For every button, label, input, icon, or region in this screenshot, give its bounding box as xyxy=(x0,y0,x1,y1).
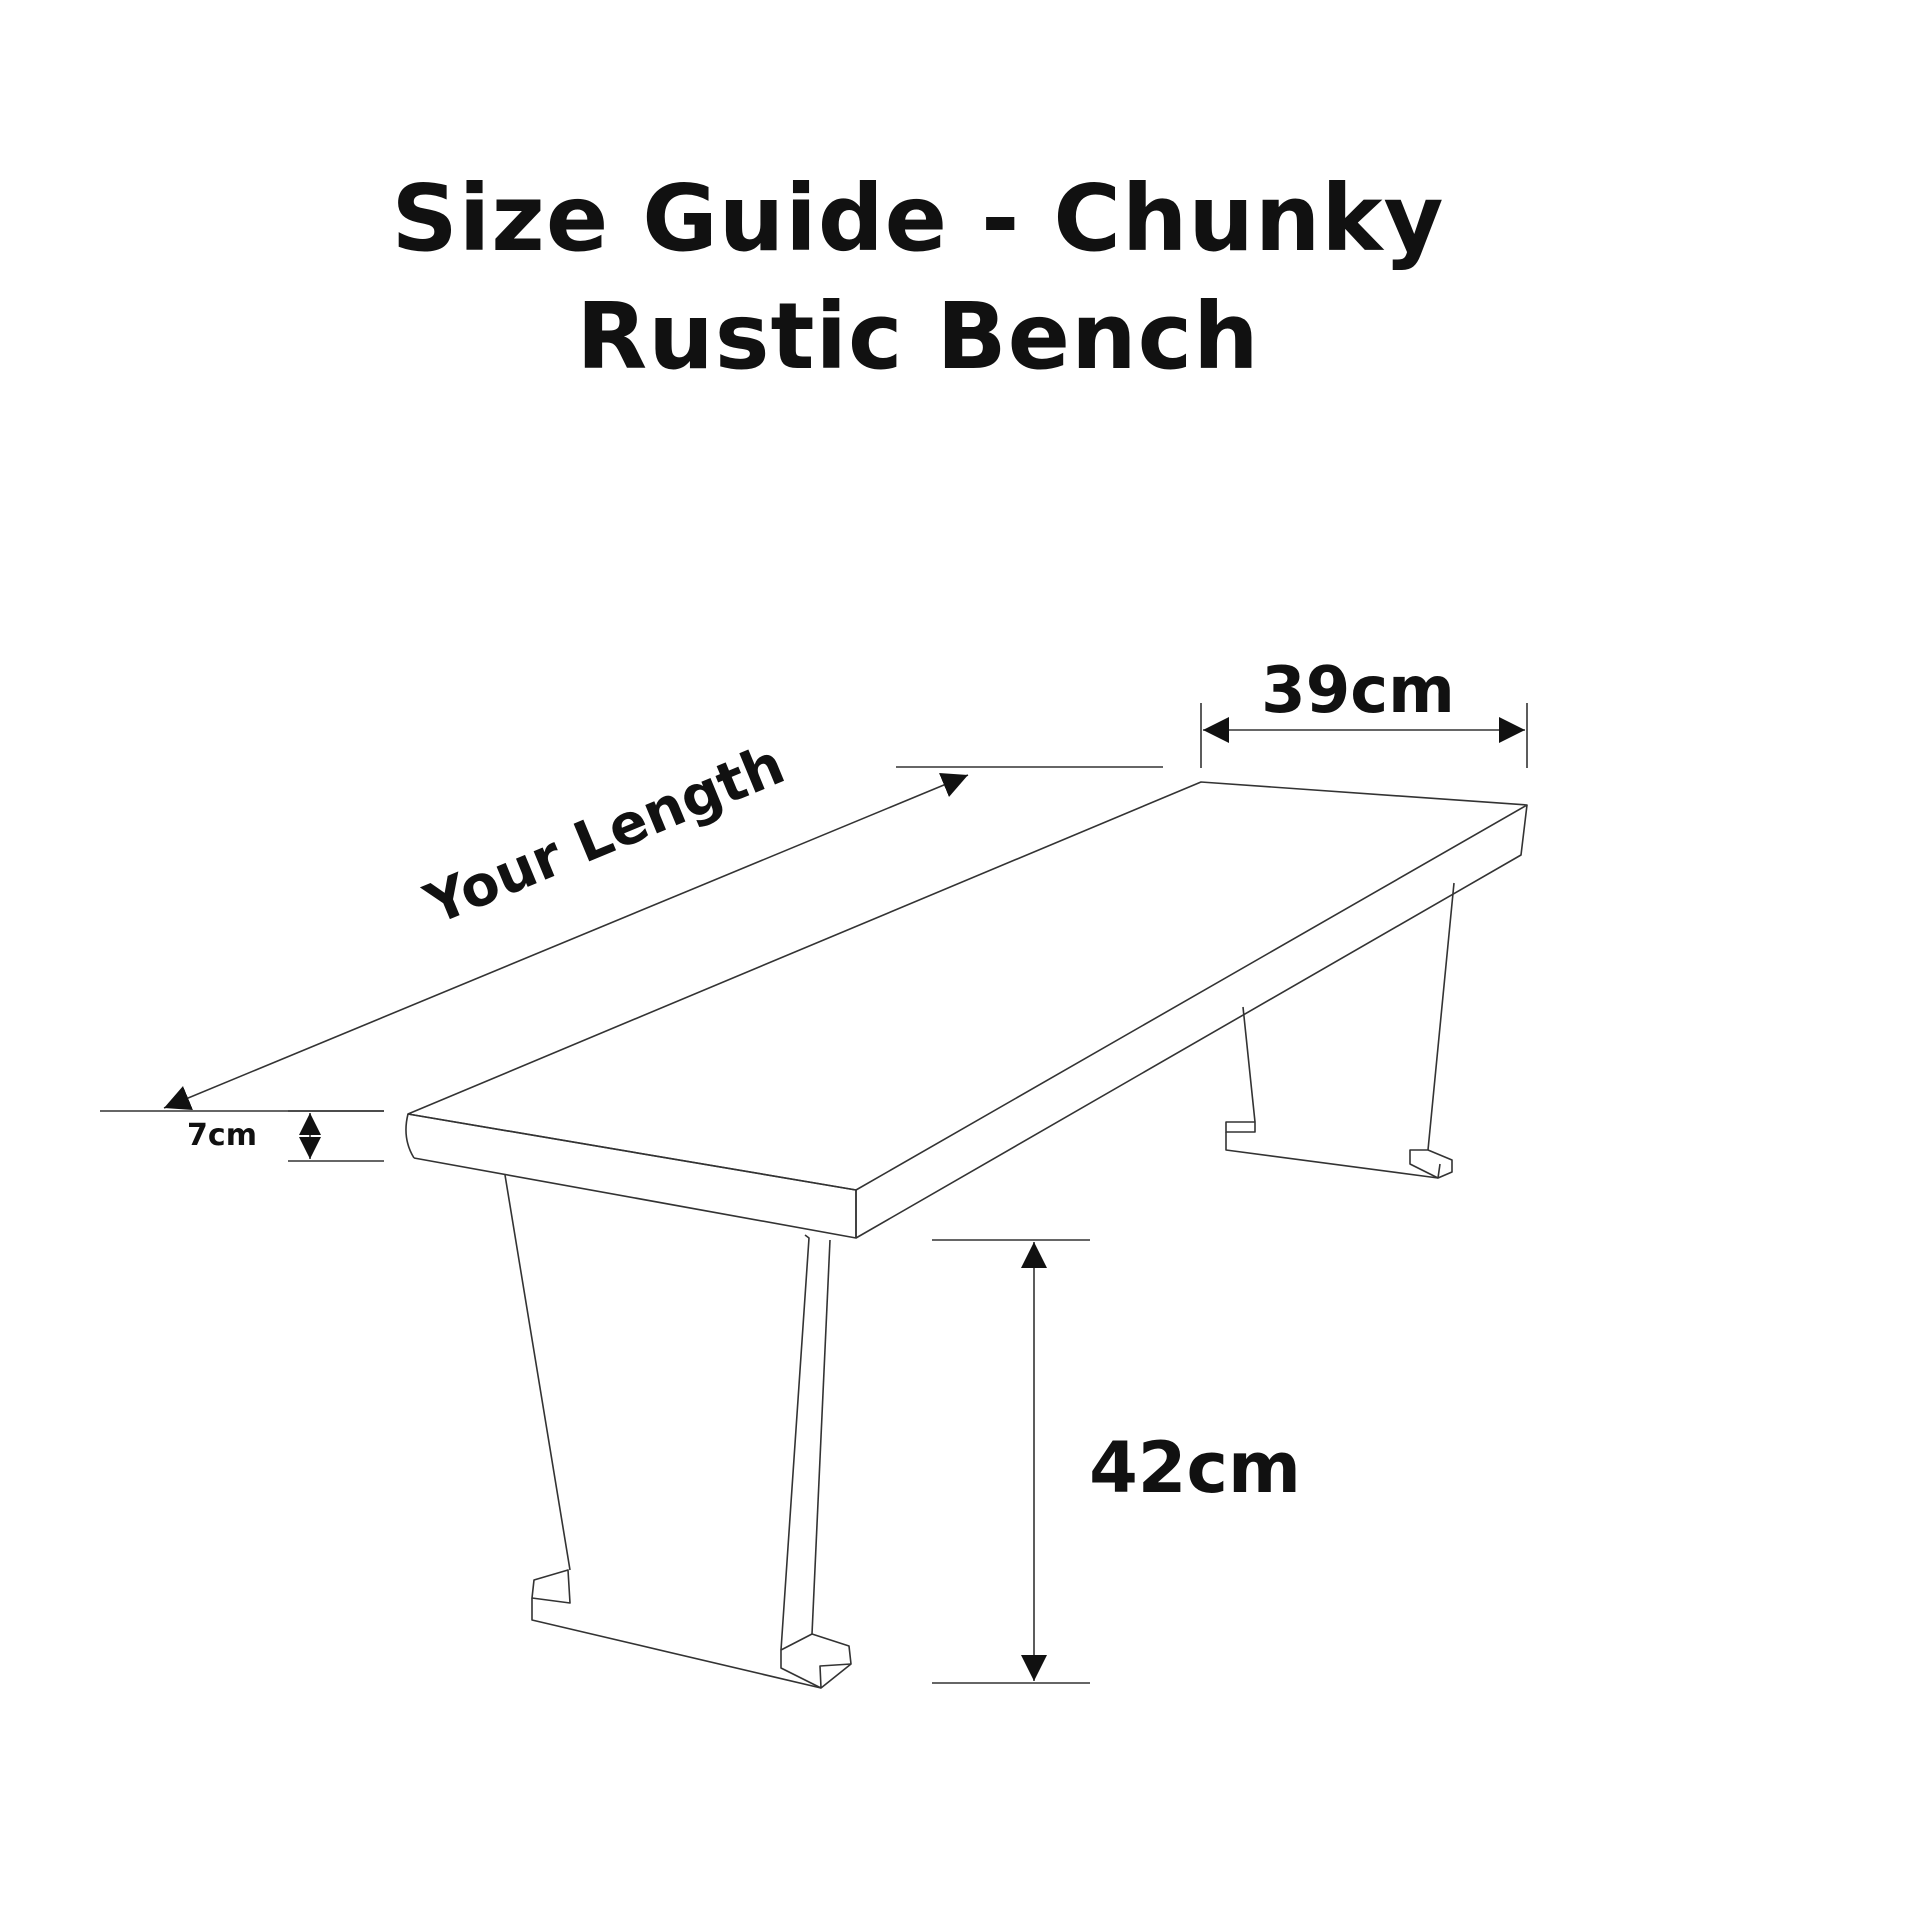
width-dimension xyxy=(1200,703,1528,768)
diagram-title: Size Guide - Chunky Rustic Bench xyxy=(0,160,1836,396)
back-leg xyxy=(1225,882,1455,1179)
width-label: 39cm xyxy=(1261,654,1455,728)
front-leg xyxy=(504,1174,852,1689)
thickness-dimension xyxy=(288,1110,384,1162)
title-line-2: Rustic Bench xyxy=(576,283,1260,390)
height-label: 42cm xyxy=(1089,1427,1301,1509)
height-dimension xyxy=(932,1239,1090,1684)
thickness-label: 7cm xyxy=(187,1118,257,1153)
title-line-1: Size Guide - Chunky xyxy=(391,165,1445,272)
length-label: Your Length xyxy=(416,732,794,938)
